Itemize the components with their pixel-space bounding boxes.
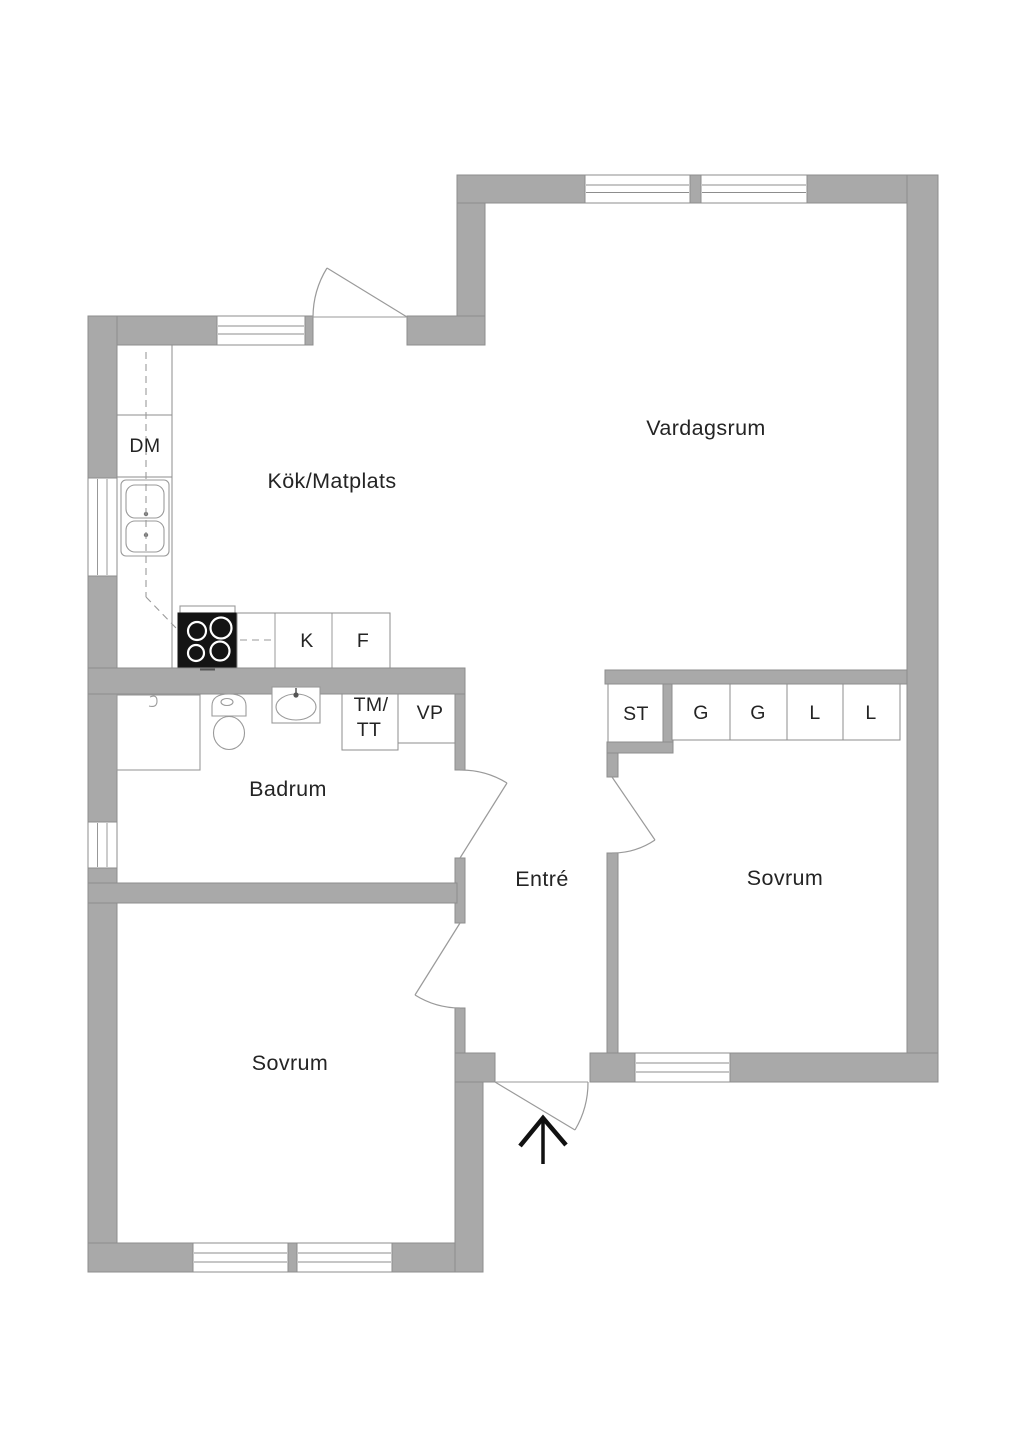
windows <box>87 174 808 1273</box>
label-dishwasher: DM <box>129 435 160 457</box>
wall-segment <box>287 1242 298 1273</box>
window-left-kitchen <box>87 477 118 577</box>
wall-segment <box>87 867 118 1273</box>
label-freezer: F <box>357 630 369 652</box>
window-bedroom-left-2 <box>296 1242 393 1273</box>
label-linen-2: L <box>865 702 876 724</box>
entry-arrow-icon <box>518 1114 568 1164</box>
wall-segment <box>406 315 486 346</box>
wall-segment <box>87 315 118 479</box>
wall-segment <box>606 752 619 778</box>
washer-dryer-cabinet <box>341 693 399 751</box>
door-bedroom-left <box>414 922 461 1009</box>
window-bedroom-left-1 <box>192 1242 289 1273</box>
kitchen-fixtures <box>116 344 391 671</box>
wall-segment <box>689 174 702 204</box>
washbasin <box>271 686 321 724</box>
fridge-freezer-cabinets <box>236 612 391 669</box>
room-label-bathroom: Badrum <box>249 777 327 801</box>
room-label-kitchen: Kök/Matplats <box>267 469 396 493</box>
label-wardrobe-2: G <box>750 702 766 724</box>
wall-segment <box>906 174 939 1083</box>
closets <box>607 683 901 743</box>
label-washer-line2: TT <box>357 719 382 741</box>
wall-segment <box>454 1052 496 1083</box>
door-bathroom <box>459 769 508 859</box>
window-left-bathroom <box>87 821 118 869</box>
label-fridge: K <box>300 630 313 652</box>
wall-segment <box>456 174 586 204</box>
door-kitchen-exterior <box>312 267 408 318</box>
bathroom-fixtures <box>116 686 456 771</box>
floor-drain-icon <box>148 695 158 707</box>
stove <box>177 605 238 671</box>
door-bedroom-right <box>611 776 656 854</box>
room-label-bedroom-right: Sovrum <box>747 866 823 890</box>
wall-segment <box>606 852 619 1054</box>
cleaning-closet <box>607 683 664 743</box>
wall-segment <box>454 693 466 771</box>
label-water-heater: VP <box>417 702 444 724</box>
wall-segment <box>604 669 908 685</box>
water-heater-cabinet <box>397 693 456 744</box>
wall-segment <box>87 882 458 904</box>
label-cleaning-closet: ST <box>623 703 649 725</box>
window-kitchen <box>216 315 306 346</box>
room-label-hall: Entré <box>515 867 568 891</box>
shower-area <box>116 694 201 771</box>
doors <box>312 267 656 1131</box>
linen-closet <box>842 683 901 741</box>
room-label-bedroom-left: Sovrum <box>252 1051 328 1075</box>
wall-segment <box>454 1007 466 1054</box>
wall-segment <box>589 1052 636 1083</box>
door-main-entrance <box>494 1081 589 1131</box>
wall-segment <box>729 1052 939 1083</box>
wall-segment <box>87 575 118 823</box>
window-living-1 <box>584 174 691 204</box>
wall-segment <box>304 315 314 346</box>
wall-segment <box>606 741 674 754</box>
labels: Kök/Matplats Vardagsrum Badrum Entré Sov… <box>129 416 876 1075</box>
window-bedroom-right <box>634 1052 731 1083</box>
wardrobe <box>729 683 788 741</box>
exterior-walls <box>87 174 939 1273</box>
label-linen-1: L <box>809 702 820 724</box>
room-label-living: Vardagsrum <box>646 416 766 440</box>
window-living-2 <box>700 174 808 204</box>
upper-cabinet-dashed-outline <box>145 352 274 641</box>
toilet <box>211 693 247 751</box>
interior-walls <box>87 667 908 1054</box>
kitchen-sink <box>120 479 170 557</box>
label-washer-line1: TM/ <box>354 694 389 716</box>
label-wardrobe-1: G <box>693 702 709 724</box>
wall-segment <box>454 1081 484 1273</box>
wall-segment <box>87 1242 194 1273</box>
